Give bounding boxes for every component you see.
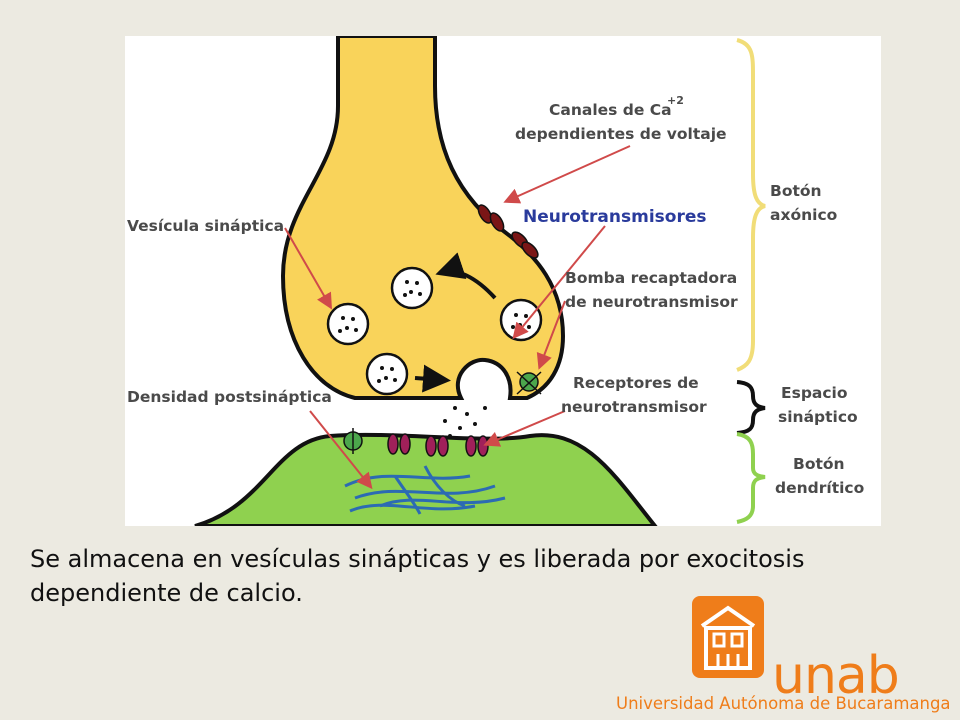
unab-name: unab	[772, 646, 900, 706]
label-espacio-line2: sináptico	[778, 408, 858, 426]
slide-caption: Se almacena en vesículas sinápticas y es…	[30, 542, 950, 610]
label-bomba-line1: Bomba recaptadora	[565, 269, 737, 287]
postsynaptic-density	[344, 465, 506, 515]
label-neurotransmisores: Neurotransmisores	[523, 207, 707, 227]
label-receptores-line1: Receptores de	[573, 374, 699, 392]
unab-logo: unab Universidad Autónoma de Bucaramanga	[612, 596, 957, 720]
label-boton-axonico-line2: axónico	[770, 206, 837, 224]
pointer-arrows	[284, 145, 631, 490]
reuptake-pumps	[343, 371, 542, 454]
synaptic-vesicles	[326, 266, 543, 396]
label-canales-line1: Canales de Ca	[549, 101, 672, 119]
synapse-diagram: Canales de Ca +2 dependientes de voltaje…	[125, 36, 881, 526]
unab-building-icon	[692, 596, 764, 678]
label-boton-dendritico-line1: Botón	[793, 455, 845, 473]
label-espacio-line1: Espacio	[781, 384, 848, 402]
label-bomba-line2: de neurotransmisor	[565, 293, 738, 311]
dendrite-terminal	[194, 432, 658, 526]
released-neurotransmitters	[443, 406, 487, 440]
diagram-labels: Canales de Ca +2 dependientes de voltaje…	[127, 94, 864, 497]
label-canales-superscript: +2	[667, 94, 684, 107]
label-canales-line2: dependientes de voltaje	[515, 125, 727, 143]
label-densidad: Densidad postsináptica	[127, 388, 332, 406]
label-vesicula: Vesícula sináptica	[127, 217, 284, 235]
unab-full-name: Universidad Autónoma de Bucaramanga	[616, 694, 951, 713]
exocytosis-arrow	[414, 364, 451, 393]
axon-terminal	[280, 36, 566, 400]
label-boton-dendritico-line2: dendrítico	[775, 479, 864, 497]
recycle-arrow	[435, 252, 497, 300]
caption-line-1: Se almacena en vesículas sinápticas y es…	[30, 545, 805, 573]
label-boton-axonico-line1: Botón	[770, 182, 822, 200]
calcium-channels	[477, 204, 539, 259]
brace-espacio-sinaptico	[736, 380, 766, 435]
synapse-svg: Canales de Ca +2 dependientes de voltaje…	[127, 36, 864, 526]
caption-line-2: dependiente de calcio.	[30, 579, 303, 607]
brace-boton-dendritico	[736, 432, 766, 524]
brace-boton-axonico	[736, 38, 766, 372]
label-receptores-line2: neurotransmisor	[561, 398, 707, 416]
